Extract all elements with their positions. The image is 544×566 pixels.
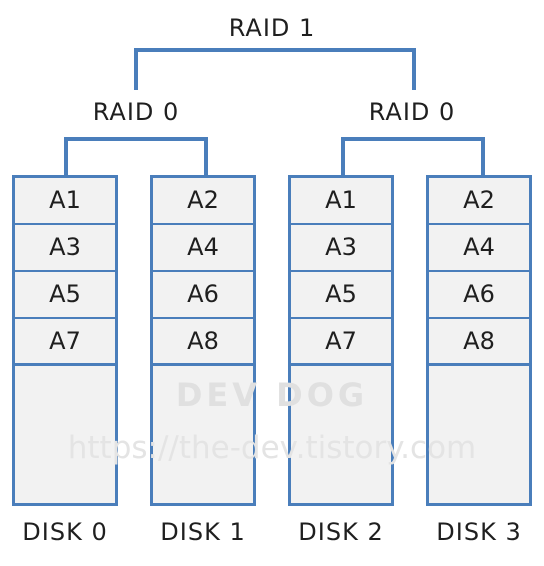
- disk-1-label: DISK 1: [160, 518, 246, 546]
- block: A6: [429, 272, 529, 319]
- raid0-left-label: RAID 0: [92, 98, 180, 126]
- block: A2: [429, 178, 529, 225]
- disk-0: A1 A3 A5 A7: [12, 175, 118, 506]
- block: A4: [153, 225, 253, 272]
- raid0-left-connector: [64, 137, 208, 175]
- block: A2: [153, 178, 253, 225]
- disk-2-label: DISK 2: [298, 518, 384, 546]
- block: A7: [15, 319, 115, 366]
- block: A4: [429, 225, 529, 272]
- raid0-right-label: RAID 0: [368, 98, 456, 126]
- block: A5: [15, 272, 115, 319]
- block: A8: [153, 319, 253, 366]
- disk-0-label: DISK 0: [22, 518, 108, 546]
- block: A8: [429, 319, 529, 366]
- block: A6: [153, 272, 253, 319]
- disk-1: A2 A4 A6 A8: [150, 175, 256, 506]
- raid1-label: RAID 1: [228, 14, 316, 42]
- disk-3: A2 A4 A6 A8: [426, 175, 532, 506]
- block: A5: [291, 272, 391, 319]
- block: A3: [15, 225, 115, 272]
- disk-3-label: DISK 3: [436, 518, 522, 546]
- watermark-url: https://the-dev.tistory.com: [67, 430, 477, 466]
- raid0-right-connector: [341, 137, 485, 175]
- block: A1: [15, 178, 115, 225]
- block: A1: [291, 178, 391, 225]
- block: A7: [291, 319, 391, 366]
- watermark-title: DEV DOG: [175, 376, 369, 414]
- raid1-connector: [134, 48, 416, 90]
- block: A3: [291, 225, 391, 272]
- disk-2: A1 A3 A5 A7: [288, 175, 394, 506]
